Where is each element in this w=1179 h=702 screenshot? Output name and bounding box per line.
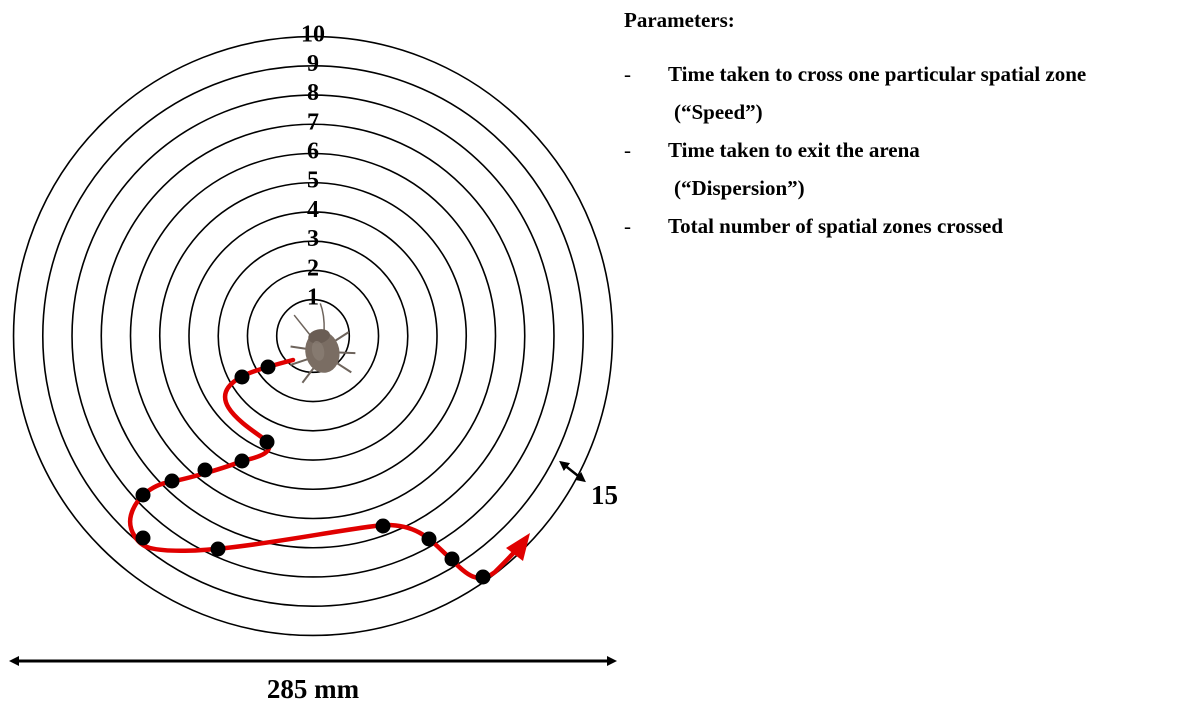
parameter-subtext: (“Speed”)	[674, 100, 763, 124]
parameter-text: Time taken to cross one particular spati…	[668, 62, 1087, 86]
zone-label-8: 8	[307, 80, 319, 106]
zone-label-9: 9	[307, 51, 319, 77]
parameter-bullet: -	[624, 214, 631, 238]
crossing-point	[375, 518, 391, 534]
zone-label-1: 1	[307, 285, 319, 311]
crossing-point	[164, 473, 180, 489]
parameter-text: Total number of spatial zones crossed	[668, 214, 1004, 238]
zone-width-arrow	[559, 460, 586, 483]
parameter-subtext: (“Dispersion”)	[674, 176, 805, 200]
parameters-panel: Parameters: - Time taken to cross one pa…	[624, 8, 1174, 245]
zone-ring-10	[12, 35, 614, 637]
crossing-point	[475, 569, 491, 585]
parameters-title: Parameters:	[624, 8, 735, 32]
zone-ring-5	[158, 181, 468, 491]
crossing-point	[197, 462, 213, 478]
parameter-item-zones-crossed: - Total number of spatial zones crossed	[624, 207, 1174, 245]
zone-ring-2	[246, 269, 380, 403]
crossing-point	[234, 369, 250, 385]
zone-ring-6	[129, 152, 497, 520]
crossing-point	[444, 551, 460, 567]
zone-ring-7	[100, 123, 526, 549]
zone-label-3: 3	[307, 226, 319, 252]
crossing-point	[234, 453, 250, 469]
stink-bug-icon	[290, 303, 356, 384]
crossing-point	[260, 359, 276, 375]
trajectory-arrowhead	[506, 533, 530, 561]
concentric-zones	[12, 35, 614, 637]
parameter-bullet: -	[624, 62, 631, 86]
crossing-point	[421, 531, 437, 547]
crossing-point	[135, 487, 151, 503]
zone-label-7: 7	[307, 109, 319, 135]
crossing-points	[135, 359, 491, 585]
parameter-item-speed: - Time taken to cross one particular spa…	[624, 55, 1174, 131]
crossing-point	[259, 434, 275, 450]
zone-ring-8	[71, 94, 555, 578]
zone-label-5: 5	[307, 168, 319, 194]
arena-diagram: 1 2 3 4 5 6 7 8 9 10 15 mm 285 mm	[9, 22, 620, 702]
zone-ring-4	[188, 211, 438, 461]
zone-ring-9	[41, 64, 585, 608]
zone-label-10: 10	[301, 22, 325, 48]
zone-ring-1	[275, 298, 351, 374]
crossing-point	[210, 541, 226, 557]
zone-label-6: 6	[307, 139, 319, 165]
zone-ring-3	[217, 240, 409, 432]
zone-label-2: 2	[307, 255, 319, 281]
parameter-text: Time taken to exit the arena	[668, 138, 920, 162]
diameter-label: 285 mm	[267, 674, 360, 702]
zone-labels: 1 2 3 4 5 6 7 8 9 10	[301, 22, 325, 311]
zone-width-label: 15 mm	[591, 480, 620, 510]
parameter-bullet: -	[624, 138, 631, 162]
parameter-item-dispersion: - Time taken to exit the arena (“Dispers…	[624, 131, 1174, 207]
zone-label-4: 4	[307, 197, 319, 223]
crossing-point	[135, 530, 151, 546]
